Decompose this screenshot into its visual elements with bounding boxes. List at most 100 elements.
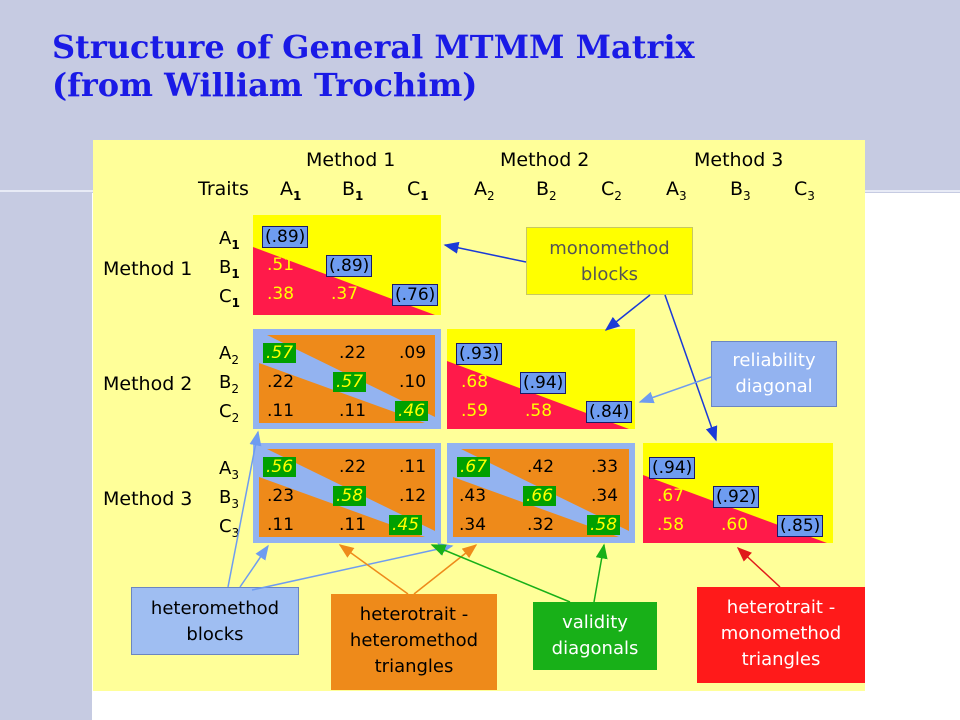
callout-validity-line1: validity: [562, 612, 628, 633]
col-C2-letter: C: [601, 178, 615, 200]
heterotrait-monomethod-triangle-m1: [253, 247, 435, 315]
callout-heteromethod-line1: heteromethod: [150, 598, 280, 619]
row-B1-letter: B: [219, 257, 232, 278]
row-B1-sub: 1: [231, 267, 240, 281]
header-traits-label: Traits: [198, 178, 249, 200]
value-B3-A2: .43: [459, 486, 487, 506]
value-B3-C2: .34: [591, 486, 619, 506]
col-C1-letter: C: [407, 178, 421, 200]
validity-C3-C2: .58: [587, 515, 621, 535]
title-line-2: (from William Trochim): [52, 66, 478, 104]
col-B3: B3: [730, 178, 751, 203]
row-C3-sub: 3: [231, 526, 240, 540]
value-B1-A1: .51: [267, 255, 295, 275]
row-method-2: Method 2: [103, 373, 193, 395]
col-A2-sub: 2: [487, 189, 495, 203]
validity-B3-B1: .58: [333, 486, 367, 506]
callout-reliability-line2: diagonal: [735, 376, 813, 397]
heterotrait-monomethod-triangle-m2: [447, 361, 629, 429]
validity-A2-A1: .57: [263, 343, 297, 363]
header-method-3: Method 3: [694, 149, 784, 171]
reliability-C2: (.84): [586, 401, 633, 423]
callout-heteromethod-line2: blocks: [186, 624, 244, 645]
value-C3-B3: .60: [721, 515, 749, 535]
callout-heterotrait-monomethod-triangles: heterotrait - monomethod triangles: [697, 587, 865, 683]
col-B2: B2: [536, 178, 557, 203]
row-C2: C2: [219, 402, 240, 426]
triangle-shape-m2: [447, 361, 629, 429]
row-C3-letter: C: [219, 516, 232, 537]
col-A1-letter: A: [280, 178, 293, 200]
col-C1-sub: 1: [420, 189, 429, 203]
col-B1: B1: [342, 178, 363, 203]
monomethod-block-m2: (.93) (.94) (.84) .68 .59 .58: [447, 329, 635, 429]
validity-C3-C1: .45: [389, 515, 423, 535]
value-B2-C1: .10: [399, 372, 427, 392]
callout-monomethod-line2: blocks: [580, 264, 639, 285]
row-A3: A3: [219, 459, 239, 483]
validity-A3-A2: .67: [457, 457, 491, 477]
heteromethod-block-m3-m1: .56 .22 .11 .23 .58 .12 .11 .11 .45: [253, 443, 441, 543]
row-B3-sub: 3: [231, 497, 239, 511]
reliability-C3: (.85): [777, 515, 824, 537]
callout-htht-line2: heteromethod: [349, 630, 479, 651]
reliability-A1: (.89): [262, 226, 309, 248]
row-C1: C1: [219, 287, 240, 311]
row-A1-sub: 1: [231, 238, 240, 252]
row-B3-letter: B: [219, 487, 232, 508]
col-C3-letter: C: [794, 178, 808, 200]
heteromethod-block-m2-m1: .57 .22 .09 .22 .57 .10 .11 .11 .46: [253, 329, 441, 429]
callout-heterotrait-heteromethod-triangles: heterotrait - heteromethod triangles: [331, 594, 497, 690]
value-A3-C2: .33: [591, 457, 619, 477]
header-method-2: Method 2: [500, 149, 590, 171]
callout-htmm-line3: triangles: [741, 649, 821, 670]
col-A2: A2: [474, 178, 495, 203]
value-A3-B2: .42: [527, 457, 555, 477]
callout-htmm-line1: heterotrait -: [726, 597, 836, 618]
value-C1-A1: .38: [267, 284, 295, 304]
row-A2-letter: A: [219, 343, 232, 364]
row-A2: A2: [219, 343, 239, 368]
value-C3-A3: .58: [657, 515, 685, 535]
row-B3: B3: [219, 487, 239, 512]
value-C3-B1: .11: [339, 515, 367, 535]
row-method-1: Method 1: [103, 258, 193, 280]
monomethod-block-m1: (.89) (.89) (.76) .51 .38 .37: [253, 215, 441, 315]
col-B1-letter: B: [342, 178, 356, 200]
value-C3-A2: .34: [459, 515, 487, 535]
col-C2-sub: 2: [614, 189, 622, 203]
row-A3-sub: 3: [231, 468, 239, 482]
row-C2-sub: 2: [231, 411, 240, 425]
col-B3-letter: B: [730, 178, 744, 200]
col-B3-sub: 3: [743, 189, 751, 203]
row-B2-letter: B: [219, 372, 232, 393]
value-C2-B2: .58: [525, 401, 553, 421]
col-B2-sub: 2: [549, 189, 557, 203]
col-A1: A1: [280, 178, 301, 203]
col-C3-sub: 3: [807, 189, 815, 203]
callout-monomethod-blocks: monomethod blocks: [526, 227, 693, 295]
col-C3: C3: [794, 178, 815, 203]
col-A3: A3: [666, 178, 687, 203]
value-C3-B2: .32: [527, 515, 555, 535]
reliability-C1: (.76): [392, 284, 439, 306]
value-B3-A1: .23: [267, 486, 295, 506]
col-B2-letter: B: [536, 178, 550, 200]
col-A3-sub: 3: [679, 189, 687, 203]
row-C3: C3: [219, 516, 240, 541]
lower-triangle-m3-m1: [259, 477, 425, 537]
value-C2-A2: .59: [461, 401, 489, 421]
value-C3-A1: .11: [267, 515, 295, 535]
value-B2-A1: .22: [267, 372, 295, 392]
slide-sidebar-band: [0, 0, 92, 720]
value-C2-A1: .11: [267, 401, 295, 421]
callout-reliability-diagonal: reliability diagonal: [711, 341, 837, 407]
value-A3-B1: .22: [339, 457, 367, 477]
col-C2: C2: [601, 178, 622, 203]
value-A3-C1: .11: [399, 457, 427, 477]
validity-C2-C1: .46: [395, 401, 429, 421]
value-C1-B1: .37: [331, 284, 359, 304]
row-method-3: Method 3: [103, 488, 193, 510]
callout-validity-diagonals: validity diagonals: [533, 602, 657, 670]
reliability-B1: (.89): [326, 255, 373, 277]
